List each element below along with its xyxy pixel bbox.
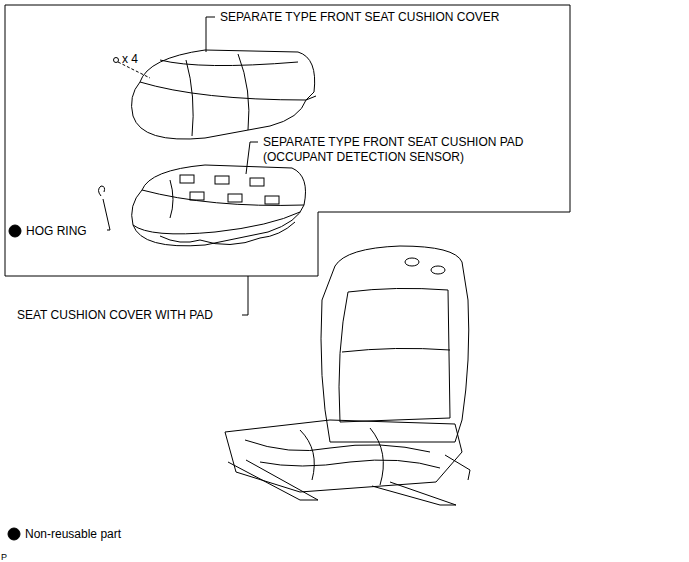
part-name: SEPARATE TYPE FRONT SEAT CUSHION COVER xyxy=(220,10,499,25)
part-name: HOG RING xyxy=(26,224,87,239)
part-name: SEPARATE TYPE FRONT SEAT CUSHION PAD (OC… xyxy=(263,135,563,165)
non-reusable-mark xyxy=(9,225,21,237)
group-frame xyxy=(5,5,570,276)
seat-cushion-pad xyxy=(132,165,306,246)
front-seat-assembly xyxy=(225,246,470,505)
quantity-label: x 4 xyxy=(122,52,138,67)
figure-code: P xyxy=(1,550,7,562)
non-reusable-mark xyxy=(8,528,20,540)
clip-symbol xyxy=(114,58,119,63)
seat-cushion-cover xyxy=(132,50,316,139)
legend-text: Non-reusable part xyxy=(25,527,121,542)
leader-line xyxy=(242,276,248,315)
hog-ring xyxy=(99,186,105,196)
leader-line xyxy=(246,142,258,174)
part-name: SEAT CUSHION COVER WITH PAD xyxy=(17,308,213,323)
leader-line xyxy=(206,17,215,52)
leader-line xyxy=(103,199,110,230)
